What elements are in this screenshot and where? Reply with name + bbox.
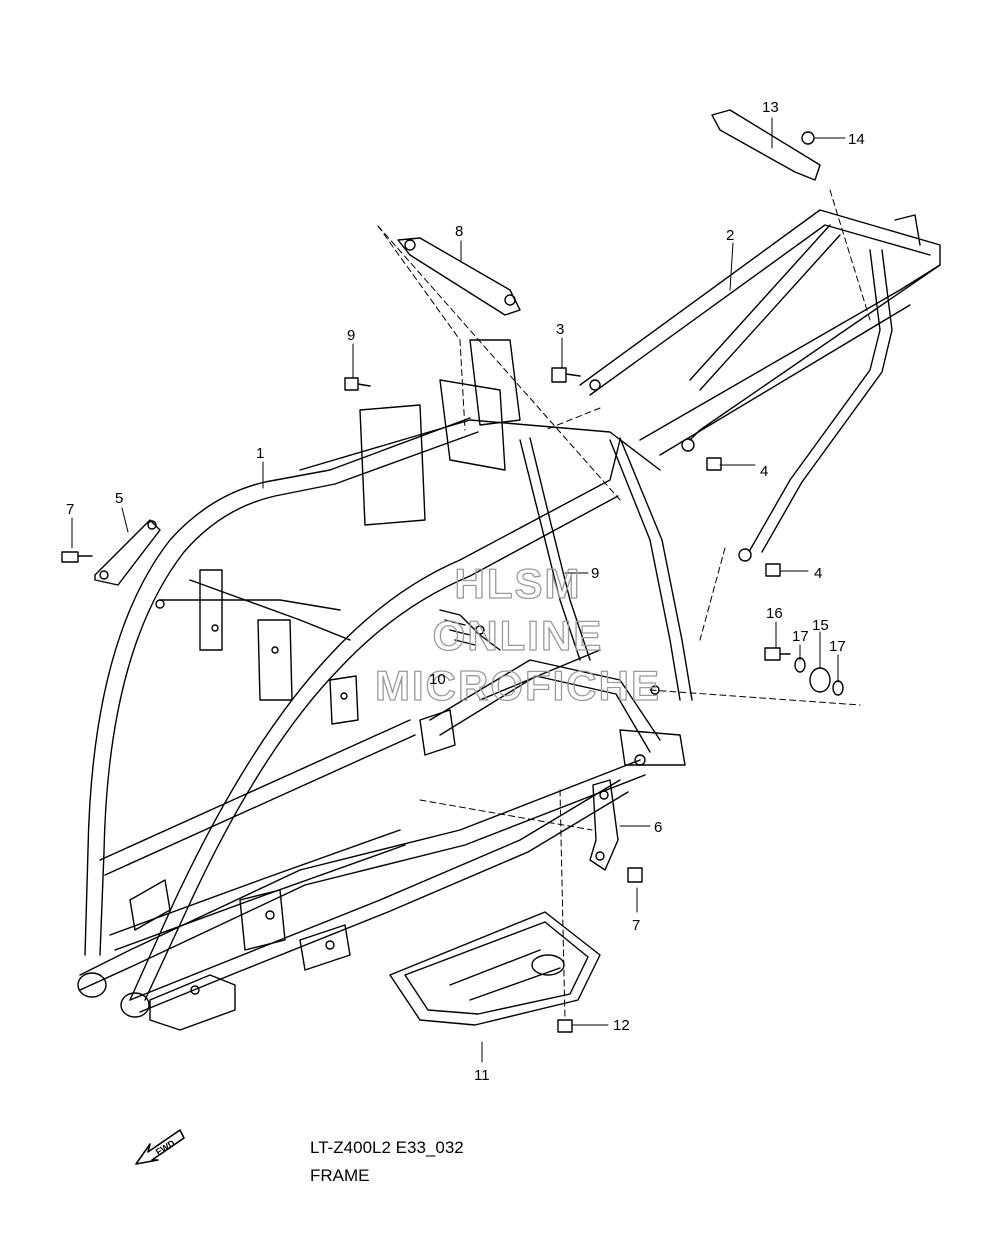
callout-7-right: 7 xyxy=(632,917,640,934)
callout-6: 6 xyxy=(654,819,662,836)
callout-5: 5 xyxy=(115,490,123,507)
callout-9-lower: 9 xyxy=(591,565,599,582)
callout-8: 8 xyxy=(455,223,463,240)
watermark-line-3: MICROFICHE xyxy=(375,662,661,709)
callout-15: 15 xyxy=(812,617,829,634)
callout-16: 16 xyxy=(766,605,783,622)
callout-17-left: 17 xyxy=(792,628,809,645)
callout-11: 11 xyxy=(474,1067,490,1084)
callouts: 1 2 3 4 4 5 6 7 7 8 9 9 10 11 12 13 14 1… xyxy=(66,99,865,1084)
callout-14: 14 xyxy=(848,131,865,148)
callout-4-lower: 4 xyxy=(814,565,822,582)
callout-17-right: 17 xyxy=(829,638,846,655)
callout-10: 10 xyxy=(429,671,446,688)
main-frame-drawing xyxy=(77,339,693,1031)
callout-1: 1 xyxy=(256,445,264,462)
fwd-arrow-icon: FWD xyxy=(135,1129,185,1165)
watermark-line-2: ONLINE xyxy=(433,612,604,659)
small-parts-drawing xyxy=(61,109,844,1033)
callout-2: 2 xyxy=(726,227,734,244)
callout-7-left: 7 xyxy=(66,501,74,518)
rear-frame-drawing xyxy=(579,209,941,562)
section-name: FRAME xyxy=(310,1166,370,1185)
skid-plate-drawing xyxy=(389,911,601,1026)
callout-12: 12 xyxy=(613,1017,630,1034)
model-code: LT-Z400L2 E33_032 xyxy=(310,1138,464,1157)
callout-9-upper: 9 xyxy=(347,327,355,344)
watermark-line-1: HLSM xyxy=(455,560,582,607)
callout-4-upper: 4 xyxy=(760,463,768,480)
leader-lines xyxy=(71,117,871,1063)
watermark: HLSM ONLINE MICROFICHE xyxy=(374,559,661,709)
callout-13: 13 xyxy=(762,99,779,116)
callout-3: 3 xyxy=(556,321,564,338)
